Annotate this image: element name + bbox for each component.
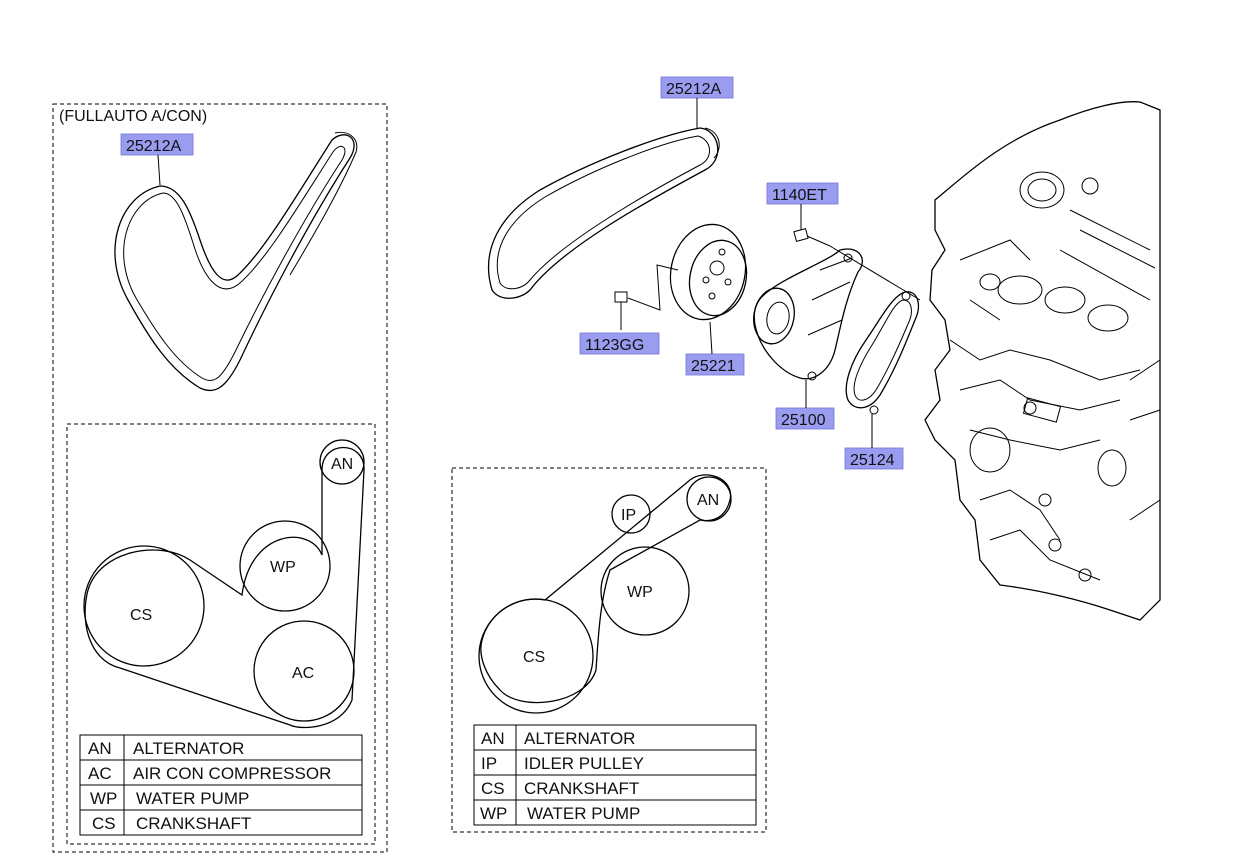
pulley-an-right [686,476,732,522]
legend-code: AN [481,729,505,748]
water-pump-body [753,248,863,381]
part-label-pulley[interactable]: 25221 [685,353,745,376]
right-legend-table: AN ALTERNATOR IP IDLER PULLEY CS CRANKSH… [473,724,757,826]
part-label-top-belt[interactable]: 25212A [660,76,734,99]
svg-text:25100: 25100 [781,412,826,429]
pulley-cs-left [83,545,205,667]
legend-name: WATER PUMP [527,804,640,823]
right-routing-belt [480,474,732,704]
left-drive-belt [114,131,358,392]
legend-name: WATER PUMP [136,789,249,808]
svg-text:25124: 25124 [850,452,895,469]
legend-name: CRANKSHAFT [524,779,639,798]
legend-code: WP [480,804,507,823]
pulley-ip-right [611,494,651,534]
legend-code: AN [88,739,112,758]
svg-text:25221: 25221 [691,358,736,375]
pulley-label-wp-left: WP [270,559,296,576]
pulley-label-cs-right: CS [523,649,545,666]
left-routing-belt [84,447,365,729]
legend-name: AIR CON COMPRESSOR [133,764,331,783]
legend-code: WP [90,789,117,808]
pulley-label-wp-right: WP [627,584,653,601]
svg-text:1123GG: 1123GG [585,337,644,354]
legend-name: ALTERNATOR [133,739,244,758]
part-label-bolt-left[interactable]: 1123GG [579,332,660,355]
legend-code: IP [481,754,497,773]
left-routing-frame [66,423,376,845]
legend-code: CS [481,779,505,798]
legend-code: AC [88,764,112,783]
part-label-water-pump[interactable]: 25100 [775,407,835,430]
pulley-an-left [319,439,365,485]
right-routing-frame [451,467,767,833]
bolt-1140et [793,228,921,301]
pulley-label-ac-left: AC [292,665,314,682]
pulley-wp-right [600,546,690,636]
svg-text:25212A: 25212A [666,81,721,98]
pulley-label-cs-left: CS [130,607,152,624]
legend-code: CS [92,814,116,833]
part-label-bolt-top[interactable]: 1140ET [766,182,839,205]
svg-text:25212A: 25212A [126,138,181,155]
pulley-label-ip-right: IP [621,507,636,524]
part-label-left-belt[interactable]: 25212A [120,133,194,156]
pulley-label-an-left: AN [331,456,353,473]
part-label-gasket[interactable]: 25124 [844,447,904,470]
pulley-cs-right [478,598,594,714]
engine-block-illustration [924,101,1161,621]
leader-left-belt [157,154,161,186]
bolt-1123gg [614,264,679,330]
leader-pulley [709,321,713,355]
top-drive-belt [487,127,720,299]
legend-name: ALTERNATOR [524,729,635,748]
fullauto-note: (FULLAUTO A/CON) [59,108,207,125]
svg-text:1140ET: 1140ET [772,187,827,204]
water-pump-gasket [845,291,919,415]
legend-name: CRANKSHAFT [136,814,251,833]
fullauto-section-frame [52,103,388,853]
pulley-label-an-right: AN [697,492,719,509]
pulley-wp-left [239,520,331,612]
pulley-ac-left [253,620,355,722]
left-legend-table: AN ALTERNATOR AC AIR CON COMPRESSOR WP W… [79,734,363,836]
legend-name: IDLER PULLEY [524,754,644,773]
water-pump-pulley [669,223,748,321]
